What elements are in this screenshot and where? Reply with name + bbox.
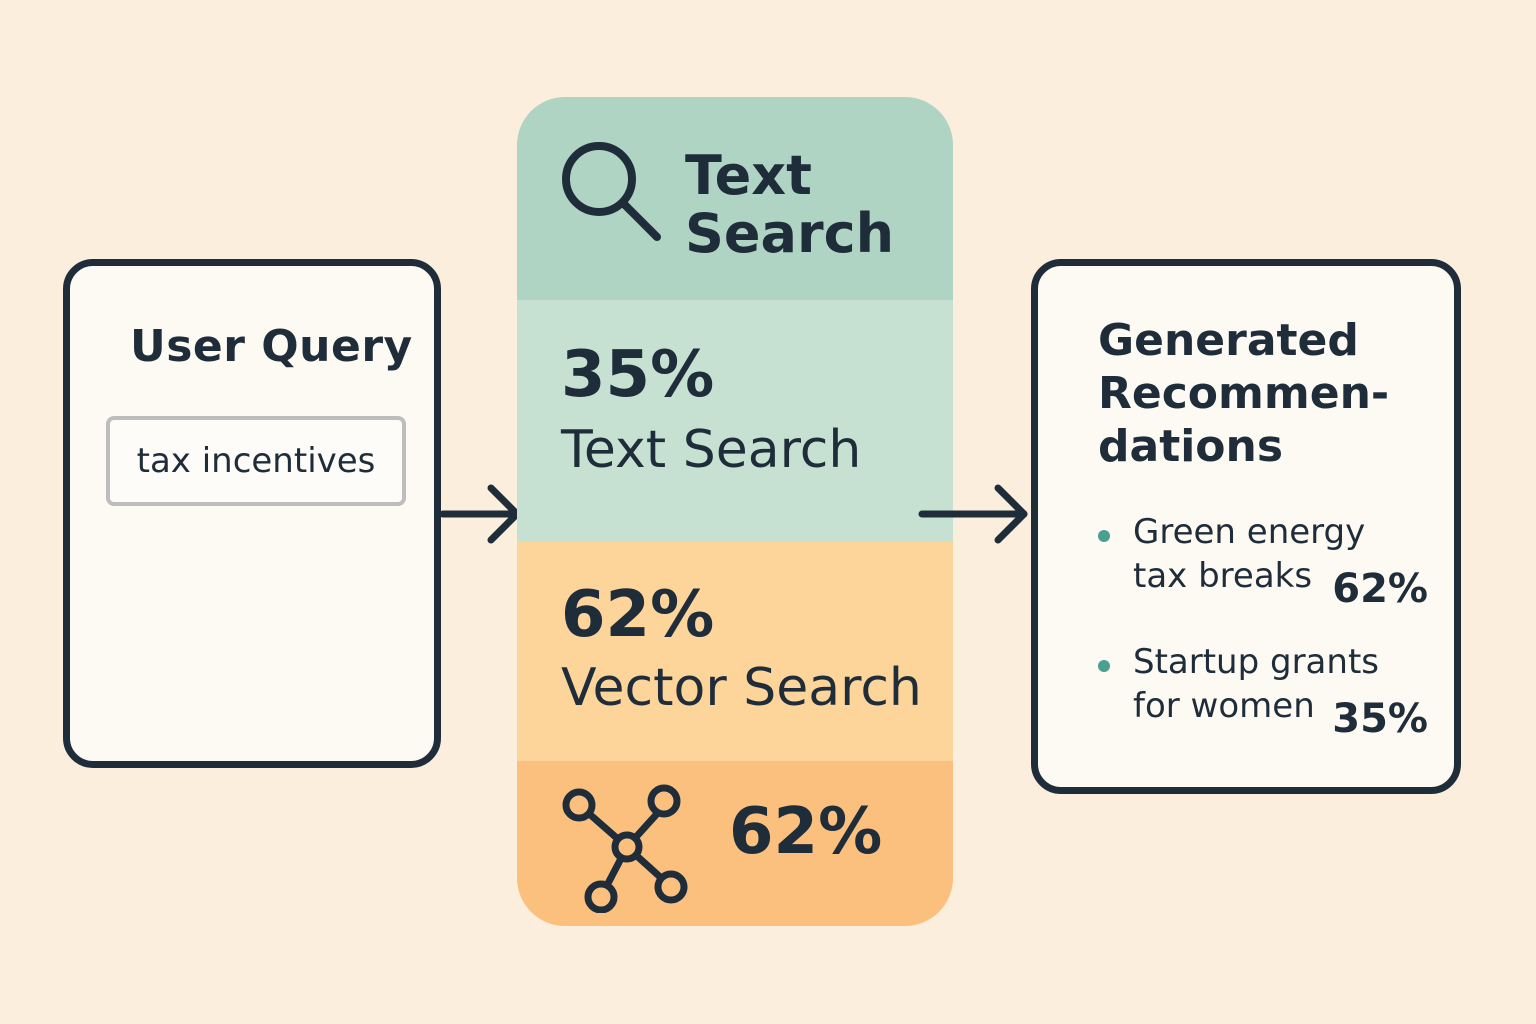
vector-search-label: Vector Search <box>561 658 922 718</box>
user-query-title: User Query <box>130 321 413 372</box>
recommendations-title-line2: Recommen- <box>1098 368 1390 419</box>
recommendations-title: Generated Recommen- dations <box>1098 314 1428 473</box>
recommendation-line1: Green energy <box>1133 512 1366 552</box>
recommendation-line2: tax breaks <box>1133 556 1313 596</box>
recommendation-percent: 62% <box>1332 566 1428 612</box>
vector-search-percent: 62% <box>561 578 715 652</box>
text-search-title-line1: Text <box>685 144 812 207</box>
text-search-label: Text Search <box>561 420 862 480</box>
query-input-value: tax incentives <box>136 441 376 481</box>
bullet-icon <box>1098 530 1110 542</box>
recommendation-percent: 35% <box>1332 696 1428 742</box>
arrow-right-icon <box>918 484 1028 544</box>
user-query-card: User Query tax incentives <box>63 259 441 768</box>
recommendation-text: Startup grants for women <box>1133 640 1393 728</box>
vector-search-footer: 62% <box>517 761 953 926</box>
recommendation-text: Green energy tax breaks <box>1133 510 1393 598</box>
search-icon <box>562 142 661 241</box>
query-input[interactable]: tax incentives <box>106 416 406 506</box>
recommendation-line1: Startup grants <box>1133 642 1379 682</box>
text-search-title: Text Search <box>685 147 894 263</box>
recommendation-line2: for women <box>1133 686 1315 726</box>
text-search-title-line2: Search <box>685 202 895 265</box>
recommendations-card: Generated Recommen- dations Green energy… <box>1031 259 1461 794</box>
search-pipeline: Text Search 35% Text Search 62% Vector S… <box>517 97 953 926</box>
arrow-right-icon <box>441 484 521 544</box>
network-graph-icon <box>562 784 688 913</box>
text-search-percent: 35% <box>561 338 715 412</box>
vector-search-icon-percent: 62% <box>729 795 883 869</box>
recommendations-title-line1: Generated <box>1098 315 1359 366</box>
bullet-icon <box>1098 660 1110 672</box>
text-search-header: Text Search <box>517 97 953 300</box>
vector-search-score-band: 62% Vector Search <box>517 542 953 761</box>
recommendation-item[interactable]: Green energy tax breaks 62% <box>1098 510 1428 620</box>
text-search-score-band: 35% Text Search <box>517 300 953 542</box>
recommendation-item[interactable]: Startup grants for women 35% <box>1098 640 1428 750</box>
recommendations-title-line3: dations <box>1098 421 1284 472</box>
